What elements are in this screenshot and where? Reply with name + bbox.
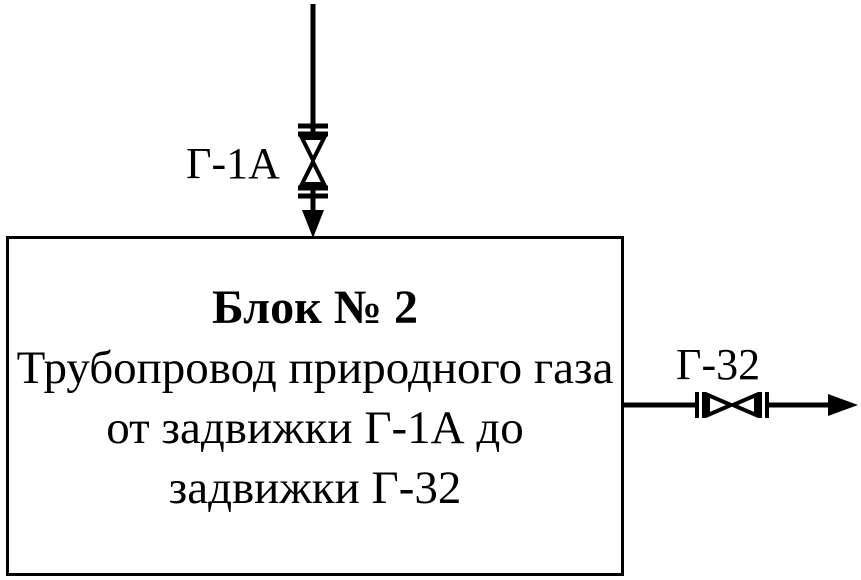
block-text: Блок № 2 Трубопровод природного газа от …: [6, 278, 624, 518]
block-box: [6, 236, 624, 576]
outlet-valve-icon: [695, 391, 769, 419]
outlet-arrow-icon: [828, 394, 858, 416]
inlet-arrow-icon: [302, 210, 324, 238]
inlet-valve-icon: [298, 123, 328, 199]
block-description: Трубопровод природного газа от задвижки …: [16, 342, 614, 514]
block-title: Блок № 2: [212, 281, 418, 334]
outlet-valve-label: Г-32: [676, 340, 761, 389]
inlet-valve-label: Г-1А: [186, 139, 280, 188]
